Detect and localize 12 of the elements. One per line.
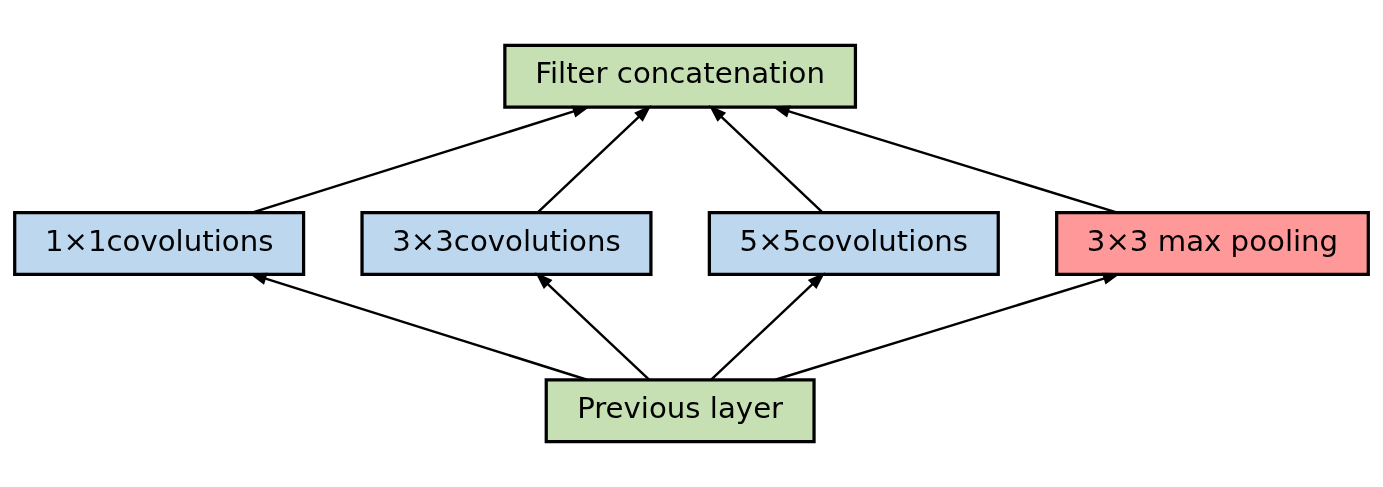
node-box: 5×5covolutions [707,211,1000,276]
arrow [535,272,650,381]
arrow [536,105,652,214]
arrow [710,272,826,381]
node-box: 3×3 max pooling [1055,211,1370,276]
arrow [708,105,824,214]
arrow [771,105,1118,214]
node-box: Filter concatenation [503,43,858,109]
arrow [251,105,591,214]
node-box: Previous layer [544,378,816,444]
node-box: 3×3covolutions [360,211,653,276]
node-box: 1×1covolutions [13,211,306,276]
